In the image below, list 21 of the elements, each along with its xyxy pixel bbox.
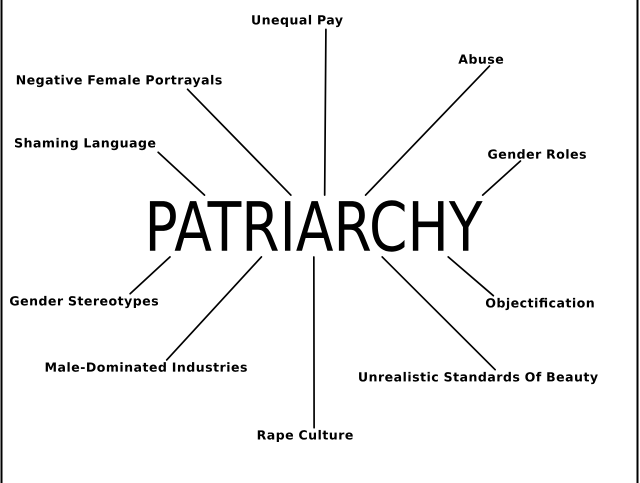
connector-line: [447, 256, 494, 297]
connector-line: [313, 256, 315, 429]
topic-label: Negative Female Portrayals: [16, 74, 222, 88]
connector-line: [364, 65, 490, 196]
central-word: PATRIARCHY: [150, 200, 483, 252]
connector-line: [324, 28, 327, 196]
topic-label: Gender Roles: [488, 149, 586, 159]
topic-label: Unrealistic Standards Of Beauty: [359, 372, 598, 384]
topic-label: Shaming Language: [14, 138, 156, 150]
connector-line: [482, 160, 522, 196]
connector-line: [381, 256, 496, 371]
topic-label: Male-Dominated Industries: [46, 362, 247, 372]
connector-line: [166, 256, 262, 361]
connector-line: [129, 256, 171, 295]
connector-line: [186, 88, 292, 196]
topic-label: Unequal Pay: [252, 14, 343, 28]
connector-line: [157, 151, 206, 196]
topic-label: Objectification: [486, 298, 594, 310]
topic-label: Abuse: [458, 54, 504, 64]
topic-label: Rape Culture: [258, 430, 353, 442]
topic-label: Gender Stereotypes: [10, 296, 158, 308]
